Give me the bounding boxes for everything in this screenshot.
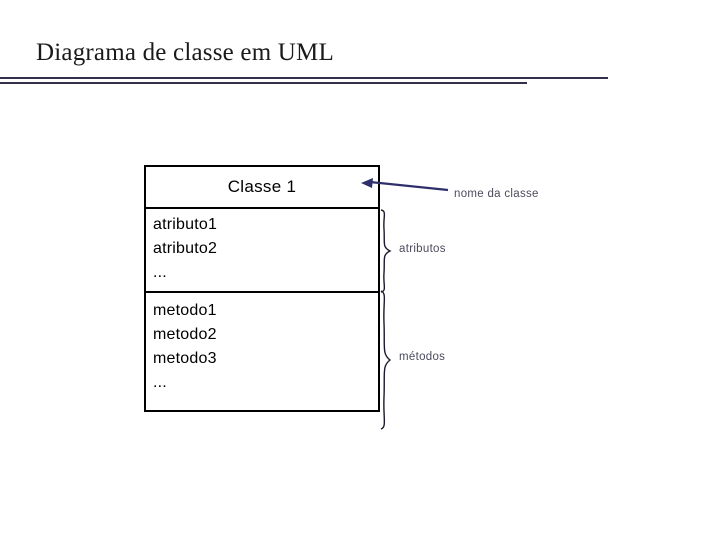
class-name-label: Classe 1 <box>227 177 297 196</box>
attribute-item: atributo2 <box>153 240 218 257</box>
page-title: Diagrama de classe em UML <box>36 39 334 66</box>
method-item: metodo1 <box>153 302 217 319</box>
class-name-compartment: Classe 1 <box>146 167 378 209</box>
uml-class-box[interactable]: Classe 1 atributo1 atributo2 ... metodo1… <box>144 165 380 412</box>
method-item: metodo3 <box>153 350 217 367</box>
class-name-callout-arrow-icon <box>361 178 449 192</box>
title-divider-upper <box>0 77 608 79</box>
methods-callout-label: métodos <box>399 351 446 363</box>
attributes-brace-icon <box>380 209 392 293</box>
class-attributes-compartment: atributo1 atributo2 ... <box>146 209 378 293</box>
title-divider-lower <box>0 82 527 84</box>
class-name-callout-label: nome da classe <box>454 188 539 200</box>
attributes-callout-label: atributos <box>399 243 446 255</box>
attribute-item: atributo1 <box>153 216 218 233</box>
methods-brace-icon <box>380 290 392 430</box>
attribute-item: ... <box>153 264 167 281</box>
method-item: ... <box>153 374 167 391</box>
class-methods-compartment: metodo1 metodo2 metodo3 ... <box>146 293 378 395</box>
method-item: metodo2 <box>153 326 217 343</box>
